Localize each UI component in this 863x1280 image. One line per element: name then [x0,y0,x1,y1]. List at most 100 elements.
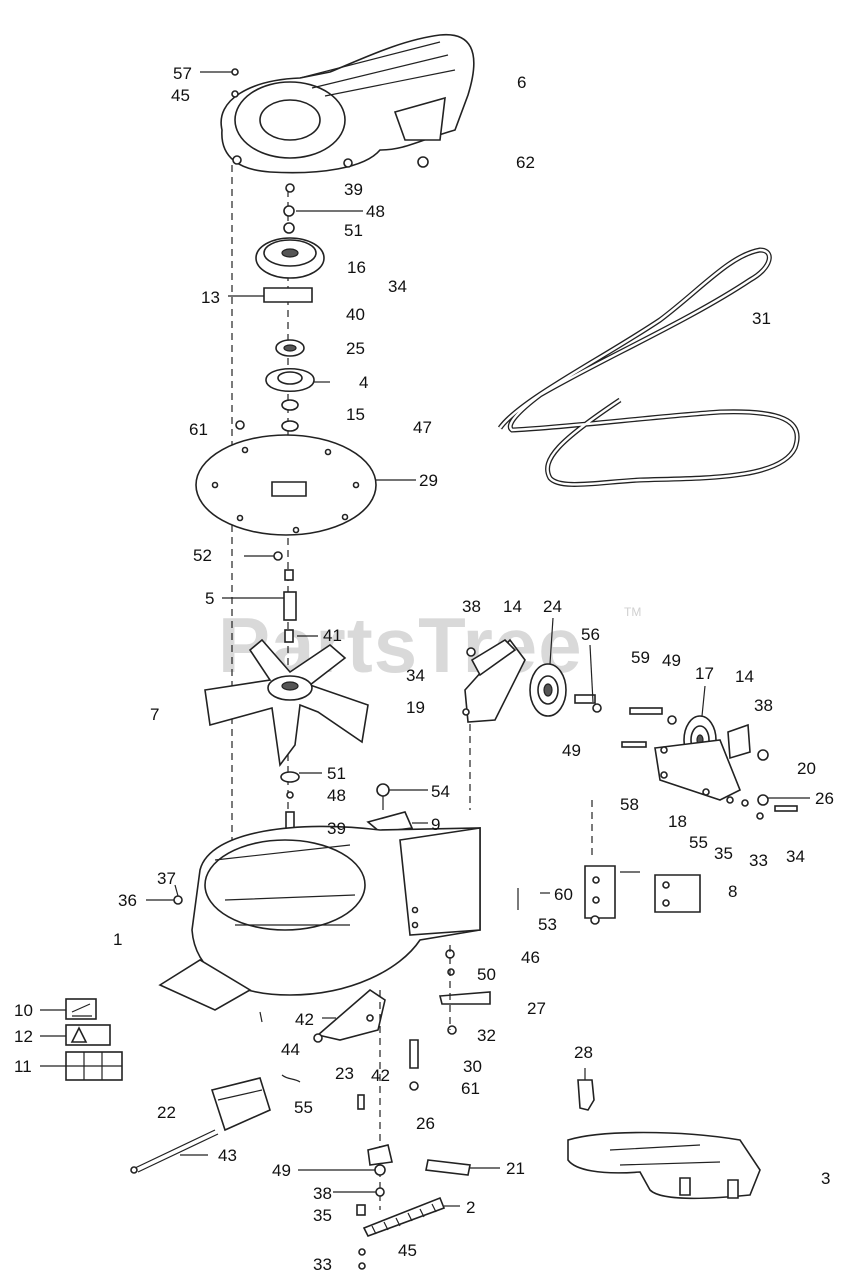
callout-label: 28 [574,1043,593,1062]
pin-and-clip [409,1039,419,1091]
upper-housing-cover [220,33,475,174]
callout-label: 34 [406,666,425,685]
callout-label: 39 [327,819,346,838]
blower-impeller [204,638,369,831]
callout-label: 8 [728,882,737,901]
callout-label: 38 [754,696,773,715]
mounting-bracket [517,865,701,925]
callout-label: 13 [201,288,220,307]
cable-assembly [130,1074,301,1174]
shaft-stack-lower [222,551,318,643]
callout-label: 35 [313,1206,332,1225]
idler-bracket [462,638,526,723]
callout-label: 21 [506,1159,525,1178]
callout-label: 10 [14,1001,33,1020]
callout-label: 18 [668,812,687,831]
callout-label: 37 [157,869,176,888]
callout-label: 48 [366,202,385,221]
callout-label: 16 [347,258,366,277]
callout-label: 3 [821,1169,830,1188]
deck-plate [195,434,416,536]
callout-label: 49 [272,1161,291,1180]
callout-label: 25 [346,339,365,358]
callout-label: 36 [118,891,137,910]
callout-label: 11 [14,1057,32,1076]
shaft-stack-upper [228,183,363,451]
callout-label: 58 [620,795,639,814]
callout-label: 6 [517,73,526,92]
callout-label: 26 [416,1114,435,1133]
callout-labels: 57 45 6 62 39 48 51 16 34 13 40 25 4 15 … [14,64,834,1274]
callout-label: 48 [327,786,346,805]
callout-label: 57 [173,64,192,83]
callout-label: 9 [431,815,440,834]
callout-label: 55 [689,833,708,852]
callout-label: 53 [538,915,557,934]
callout-label: 49 [562,741,581,760]
callout-label: 45 [171,86,190,105]
callout-label: 2 [466,1198,475,1217]
bolt-57 [231,68,239,76]
idler-pulley-24 [529,617,602,717]
callout-label: 43 [218,1146,237,1165]
control-lever [313,988,386,1210]
callout-label: 54 [431,782,450,801]
lower-chute [567,1068,761,1200]
callout-label: 1 [113,930,122,949]
callout-label: 30 [463,1057,482,1076]
callout-label: 46 [521,948,540,967]
callout-label: 5 [205,589,214,608]
callout-label: 7 [150,705,159,724]
callout-label: 45 [398,1241,417,1260]
callout-label: 32 [477,1026,496,1045]
watermark-trademark: TM [624,605,641,619]
callout-label: 40 [346,305,365,324]
callout-label: 62 [516,153,535,172]
callout-label: 34 [786,847,805,866]
callout-label: 19 [406,698,425,717]
callout-label: 33 [749,851,768,870]
callout-label: 50 [477,965,496,984]
callout-label: 42 [371,1066,390,1085]
callout-label: 33 [313,1255,332,1274]
callout-label: 61 [189,420,208,439]
callout-label: 38 [462,597,481,616]
callout-label: 4 [359,373,368,392]
callout-label: 20 [797,759,816,778]
decal-set [40,998,123,1081]
callout-label: 41 [323,626,342,645]
callout-label: 44 [281,1040,300,1059]
callout-label: 51 [344,221,363,240]
callout-label: 24 [543,597,562,616]
callout-label: 55 [294,1098,313,1117]
callout-label: 31 [752,309,771,328]
callout-label: 49 [662,651,681,670]
callout-label: 60 [554,885,573,904]
callout-label: 52 [193,546,212,565]
bolt-and-bracket [366,783,428,833]
drive-belt [497,247,800,487]
linkage-upper [438,945,491,1035]
callout-label: 56 [581,625,600,644]
idler-pulley-17 [621,685,810,820]
callout-label: 27 [527,999,546,1018]
callout-label: 26 [815,789,834,808]
callout-label: 23 [335,1064,354,1083]
callout-label: 59 [631,648,650,667]
callout-label: 14 [503,597,522,616]
callout-label: 61 [461,1079,480,1098]
callout-label: 14 [735,667,754,686]
callout-label: 35 [714,844,733,863]
callout-label: 12 [14,1027,33,1046]
callout-label: 42 [295,1010,314,1029]
callout-label: 47 [413,418,432,437]
main-housing [146,825,481,1023]
callout-label: 29 [419,471,438,490]
callout-label: 38 [313,1184,332,1203]
linkage-lower [298,1094,500,1270]
callout-label: 22 [157,1103,176,1122]
callout-label: 34 [388,277,407,296]
callout-label: 17 [695,664,714,683]
callout-label: 39 [344,180,363,199]
